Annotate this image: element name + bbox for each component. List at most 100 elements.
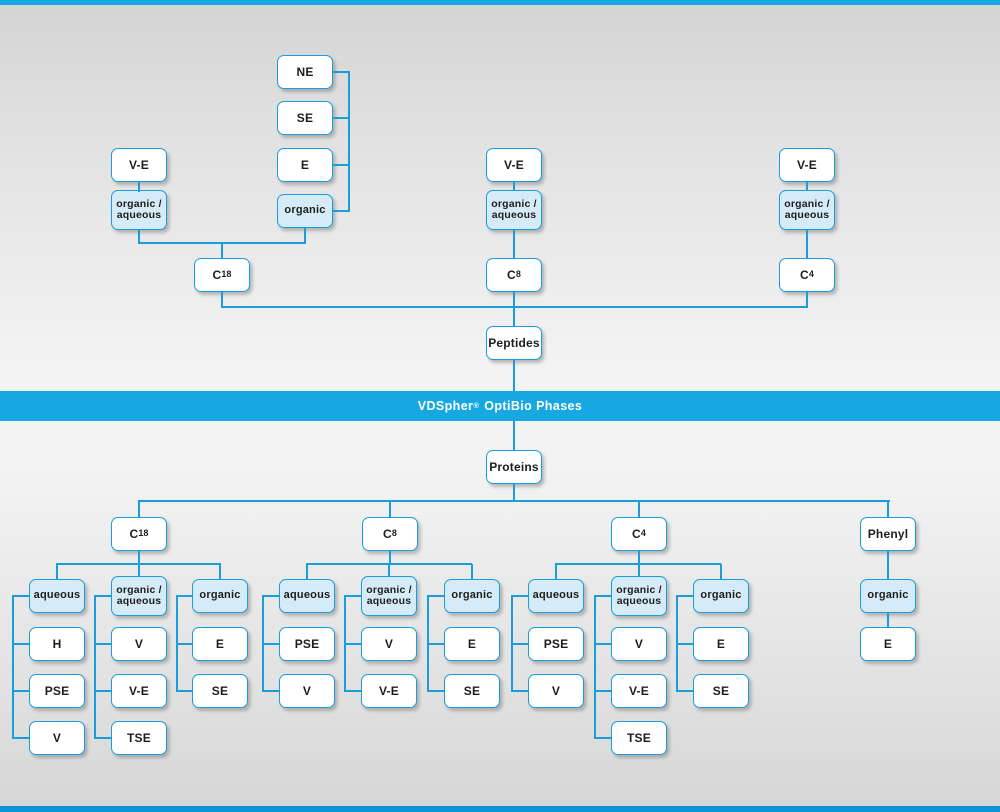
connector-line xyxy=(138,551,140,564)
node-c8-organic-aqueous: organic / aqueous xyxy=(361,576,417,616)
connector-line xyxy=(594,690,611,692)
connector-line xyxy=(344,595,361,597)
node-ve-c8: V-E xyxy=(486,148,542,182)
bottom-accent-bar xyxy=(0,806,1000,812)
node-phenyl: Phenyl xyxy=(860,517,916,551)
node-c18-aqueous: aqueous xyxy=(29,579,85,613)
connector-line xyxy=(344,690,361,692)
connector-line xyxy=(56,564,58,579)
connector-line xyxy=(221,292,223,308)
node-organic-aqueous-c8: organic / aqueous xyxy=(486,190,542,230)
connector-line xyxy=(638,551,640,564)
connector-line xyxy=(221,244,223,258)
connector-line xyxy=(176,690,192,692)
node-organic-aqueous-c4: organic / aqueous xyxy=(779,190,835,230)
banner-rest: OptiBio Phases xyxy=(484,399,583,413)
connector-line xyxy=(388,564,390,576)
connector-line xyxy=(12,595,14,739)
c4-organic-child-se: SE xyxy=(693,674,749,708)
connector-line xyxy=(806,182,808,190)
connector-line xyxy=(806,292,808,308)
node-c4-organic-aqueous: organic / aqueous xyxy=(611,576,667,616)
node-ve-c4: V-E xyxy=(779,148,835,182)
connector-line xyxy=(513,421,515,450)
connector-line xyxy=(138,500,890,502)
connector-line xyxy=(304,228,306,244)
c18-orgaq-child-v: V xyxy=(111,627,167,661)
connector-line xyxy=(887,613,889,627)
c18-orgaq-child-tse: TSE xyxy=(111,721,167,755)
connector-line xyxy=(219,564,221,579)
connector-line xyxy=(262,643,279,645)
connector-line xyxy=(594,595,596,739)
connector-line xyxy=(638,501,640,517)
connector-line xyxy=(511,595,528,597)
c8-aqueous-child-v: V xyxy=(279,674,335,708)
connector-line xyxy=(427,595,444,597)
connector-line xyxy=(344,643,361,645)
connector-line xyxy=(94,595,111,597)
connector-line xyxy=(471,564,473,579)
connector-line xyxy=(720,564,722,579)
c18-aqueous-child-pse: PSE xyxy=(29,674,85,708)
c18-organic-child-se: SE xyxy=(192,674,248,708)
c4-aqueous-child-v: V xyxy=(528,674,584,708)
connector-line xyxy=(176,643,192,645)
node-c18-organic: organic xyxy=(192,579,248,613)
node-se: SE xyxy=(277,101,333,135)
node-c4-organic: organic xyxy=(693,579,749,613)
c18-aqueous-child-h: H xyxy=(29,627,85,661)
connector-line xyxy=(513,292,515,326)
connector-line xyxy=(221,306,808,308)
node-phenyl-organic: organic xyxy=(860,579,916,613)
node-proteins: Proteins xyxy=(486,450,542,484)
connector-line xyxy=(594,595,611,597)
node-ne: NE xyxy=(277,55,333,89)
node-c18-organic-aqueous: organic / aqueous xyxy=(111,576,167,616)
node-organic-aqueous-c18: organic / aqueous xyxy=(111,190,167,230)
top-accent-bar xyxy=(0,0,1000,5)
connector-line xyxy=(176,595,192,597)
connector-line xyxy=(513,230,515,258)
c18-organic-child-e: E xyxy=(192,627,248,661)
node-c8-aqueous: aqueous xyxy=(279,579,335,613)
connector-line xyxy=(676,643,693,645)
connector-line xyxy=(676,595,693,597)
connector-line xyxy=(333,164,349,166)
node-ve-c18: V-E xyxy=(111,148,167,182)
connector-line xyxy=(887,501,889,517)
connector-line xyxy=(638,564,640,576)
c4-aqueous-child-pse: PSE xyxy=(528,627,584,661)
banner-title: VDSpher®OptiBio Phases xyxy=(0,391,1000,421)
connector-line xyxy=(12,643,29,645)
connector-line xyxy=(333,117,349,119)
connector-line xyxy=(138,242,306,244)
connector-line xyxy=(427,643,444,645)
connector-line xyxy=(333,71,349,73)
c4-orgaq-child-tse: TSE xyxy=(611,721,667,755)
node-c8-organic: organic xyxy=(444,579,500,613)
connector-line xyxy=(138,564,140,576)
connector-line xyxy=(12,737,29,739)
c4-orgaq-child-ve: V-E xyxy=(611,674,667,708)
connector-line xyxy=(262,595,279,597)
c4-organic-child-e: E xyxy=(693,627,749,661)
connector-line xyxy=(138,182,140,192)
c8-orgaq-child-ve: V-E xyxy=(361,674,417,708)
node-peptides: Peptides xyxy=(486,326,542,360)
connector-line xyxy=(138,230,140,244)
connector-line xyxy=(262,690,279,692)
connector-line xyxy=(555,564,557,579)
connector-line xyxy=(513,484,515,501)
c18-aqueous-child-v: V xyxy=(29,721,85,755)
connector-line xyxy=(389,551,391,564)
c8-orgaq-child-v: V xyxy=(361,627,417,661)
c8-organic-child-e: E xyxy=(444,627,500,661)
connector-line xyxy=(511,643,528,645)
connector-line xyxy=(806,230,808,258)
